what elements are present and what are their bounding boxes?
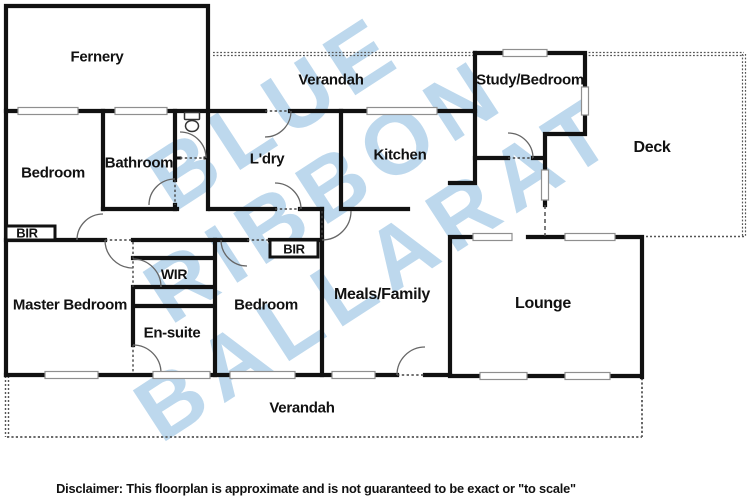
door-swing-arcs xyxy=(76,110,534,376)
door-openings xyxy=(105,110,546,376)
toilet-icon xyxy=(183,111,201,133)
bir-2-box xyxy=(268,238,320,259)
disclaimer-text: Disclaimer: This floorplan is approximat… xyxy=(56,481,576,496)
windows xyxy=(17,48,616,381)
verandah-deck-dotted-boundaries xyxy=(4,51,747,438)
bir-1-box xyxy=(4,224,57,242)
walls xyxy=(3,3,645,380)
built-in-robe-boxes xyxy=(4,224,320,259)
